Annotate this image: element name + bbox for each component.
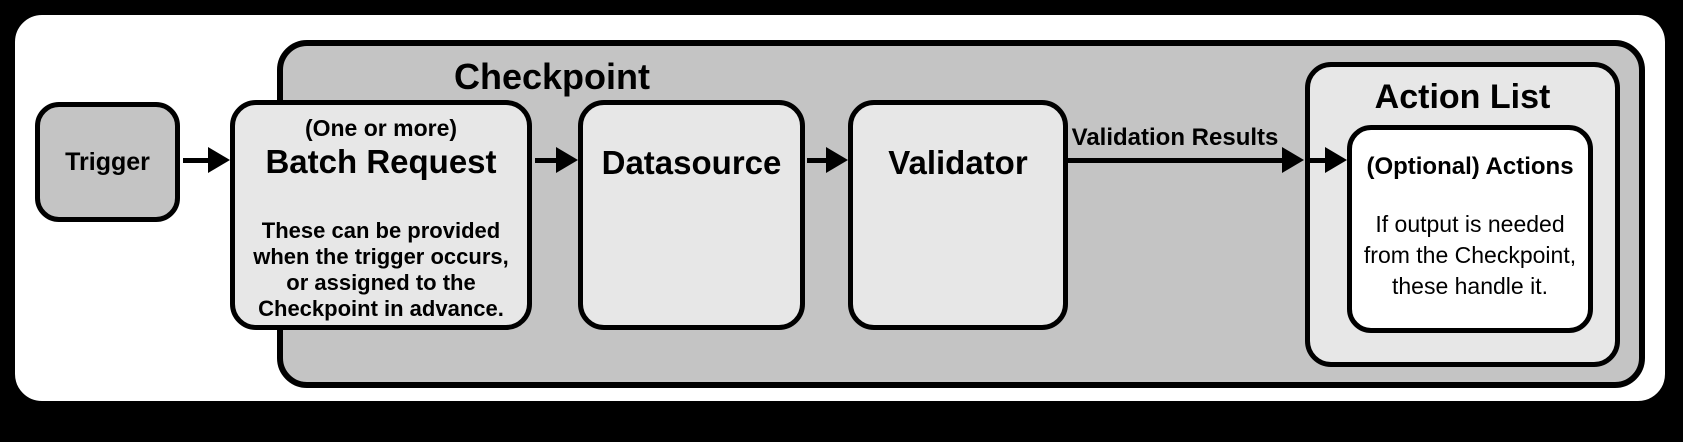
optional-actions-node: (Optional) Actions If output is needed f… — [1347, 125, 1593, 333]
datasource-node: Datasource — [578, 100, 805, 330]
optional-actions-title: (Optional) Actions — [1366, 153, 1574, 180]
arrowhead-right-icon — [1282, 147, 1304, 173]
arrowhead-right-icon — [208, 147, 230, 173]
action-list-title: Action List — [1374, 78, 1551, 116]
arrowhead-right-icon — [1325, 147, 1347, 173]
validation-results-label: Validation Results — [1071, 124, 1279, 151]
checkpoint-title: Checkpoint — [453, 56, 651, 97]
batch-request-description: These can be provided when the trigger o… — [253, 218, 509, 321]
arrowhead-right-icon — [826, 147, 848, 173]
datasource-title: Datasource — [601, 144, 782, 181]
arrow-line — [1309, 158, 1327, 163]
arrow-line — [807, 158, 828, 163]
arrowhead-right-icon — [556, 147, 578, 173]
optional-actions-description: If output is needed from the Checkpoint,… — [1363, 211, 1577, 299]
batch-request-supertitle: (One or more) — [304, 115, 458, 141]
arrow-line — [535, 158, 558, 163]
arrow-line — [1066, 158, 1284, 163]
trigger-node: Trigger — [35, 102, 180, 222]
batch-request-node: (One or more) Batch Request These can be… — [230, 100, 532, 330]
trigger-label: Trigger — [65, 147, 150, 176]
batch-request-title: Batch Request — [265, 143, 497, 180]
arrow-line — [183, 158, 210, 163]
action-list-node: Action List (Optional) Actions If output… — [1305, 62, 1620, 367]
validator-title: Validator — [888, 144, 1028, 181]
validator-node: Validator — [848, 100, 1068, 330]
